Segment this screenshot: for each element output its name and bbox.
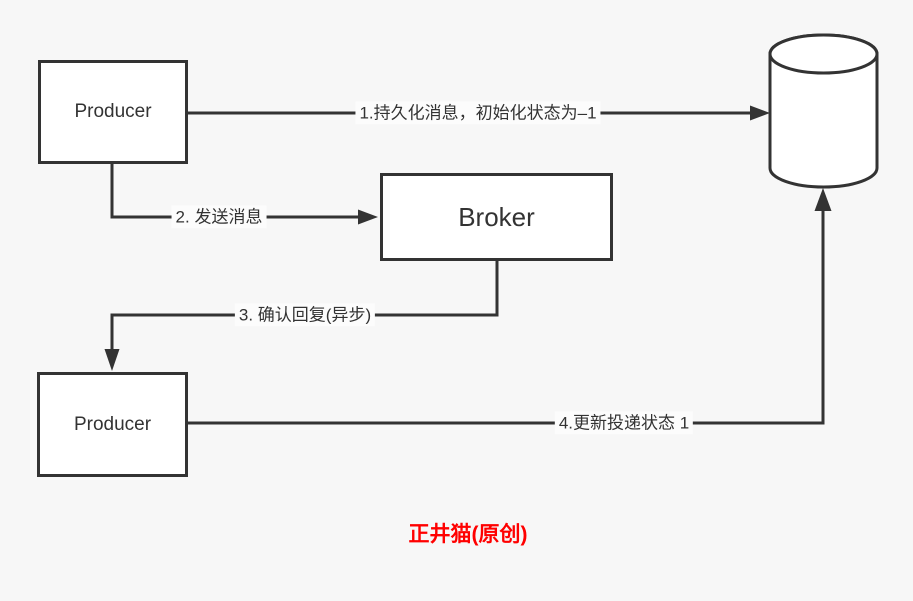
node-broker: Broker — [380, 173, 613, 261]
edge-3-arrowhead-down-icon — [104, 349, 120, 371]
edge-4-arrowhead-up-icon — [814, 188, 832, 211]
edge-2-arrowhead-right-icon — [358, 209, 378, 225]
edge-4-line — [188, 208, 825, 425]
edge-label-update-delivery-status: 4.更新投递状态 1 — [554, 411, 694, 435]
database-cylinder-top — [768, 33, 879, 75]
node-producer-bottom-label: Producer — [73, 413, 152, 435]
edge-label-ack-reply-async: 3. 确认回复(异步) — [234, 303, 376, 327]
node-producer-top-label: Producer — [74, 101, 152, 122]
node-producer-top: Producer — [38, 60, 188, 164]
database-cylinder-icon — [768, 33, 879, 189]
node-broker-label: Broker — [458, 201, 535, 232]
watermark-caption: 正井猫(原创) — [408, 523, 528, 546]
edge-2-line — [110, 163, 358, 219]
edge-label-persist-message: 1.持久化消息，初始化状态为–1 — [355, 101, 601, 125]
edge-1-arrowhead-right-icon — [750, 105, 770, 121]
node-producer-bottom: Producer — [37, 372, 188, 477]
edge-label-send-message: 2. 发送消息 — [171, 205, 267, 229]
